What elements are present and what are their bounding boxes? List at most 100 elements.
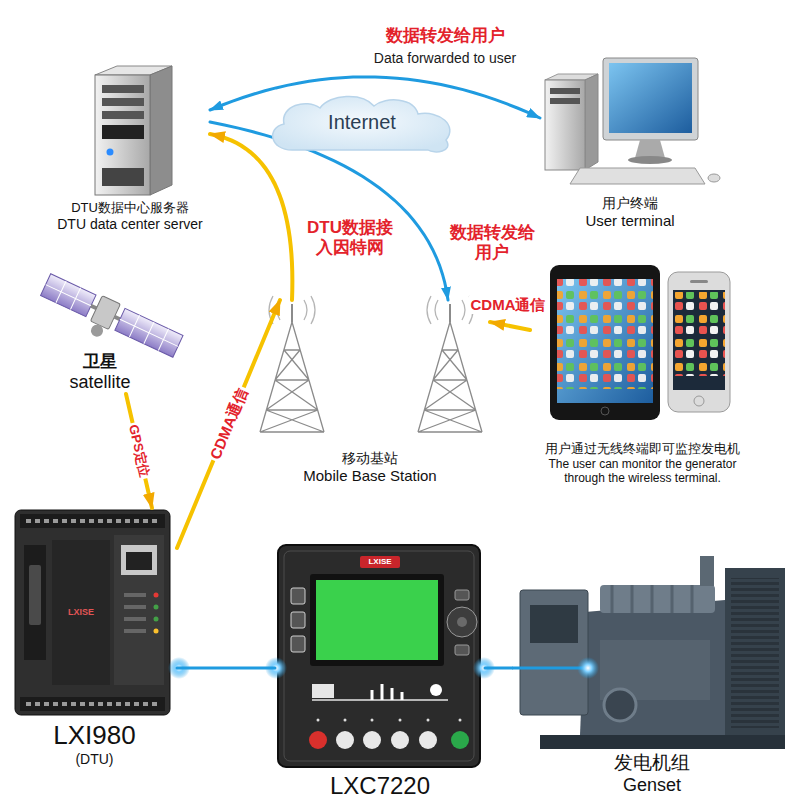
controller-illustration [317,719,320,722]
node-label: 卫星 [24,352,176,372]
dtu-illustration [121,545,157,575]
satellite-illustration [89,323,105,339]
genset-node: 发电机组Genset [512,552,792,796]
pc-illustration [609,63,692,133]
dtu-illustration [15,510,170,715]
uplink-arrow [210,134,292,300]
server-illustration [95,66,172,195]
controller-illustration [312,699,448,701]
dtu-illustration [26,519,160,523]
pc-illustration [550,98,580,104]
controller-illustration [284,551,474,761]
controller-illustration [447,607,477,637]
controller-illustration [457,617,467,627]
server-illustration [102,111,144,119]
tablet-illustration [550,265,660,420]
node-label: User terminal [544,212,716,230]
genset-illustration [540,735,785,749]
dtu-illustration [20,514,165,528]
tablet-illustration [550,265,660,420]
controller-illustration [312,684,334,698]
port-glow [577,657,599,679]
tablet-illustration [557,279,653,389]
server-illustration [102,85,144,93]
genset-illustration [520,590,588,715]
tower-symbol [260,296,324,432]
node-label: 移动基站 [254,450,486,467]
node-label: 用户终端 [544,195,716,212]
controller-illustration [363,731,381,749]
controller-illustration [291,612,305,628]
node-label: The user can monitor the generator throu… [534,457,751,486]
server-illustration [95,75,150,195]
server-illustration [150,66,172,195]
node-label: LXI980 [16,720,173,751]
dtu-illustration [154,593,159,598]
genset-illustration [530,605,578,643]
node-label: DTU data center server [54,216,206,233]
node-label: Internet [266,110,458,134]
dtu-illustration [20,697,165,711]
edge-label: 数据转发给用户 [384,26,507,46]
genset-illustration [612,585,692,613]
pc-illustration [635,140,665,158]
dtu-illustration [124,605,146,609]
controller-illustration [455,590,469,600]
edge-label: CDMA通信 [469,296,548,314]
cdma-arrow [177,300,280,548]
dtu-illustration [52,540,110,685]
genset-illustration [600,585,715,613]
base-station-node: 移动基站Mobile Base Station [250,300,490,485]
node-label: 用户通过无线终端即可监控发电机 [534,441,751,457]
cdma-arrow [490,322,530,330]
edge-label: CDMA通信 [205,384,252,464]
dtu-node: LXI980(DTU) [12,508,177,768]
phone-illustration [694,396,704,406]
node-label: Mobile Base Station [254,467,486,485]
satellite-illustration [115,308,183,357]
dtu-illustration [24,545,46,660]
controller-illustration [309,731,327,749]
controller-illustration [427,719,430,722]
tablet-illustration [557,279,653,403]
controller-node: LXC7220 [275,542,485,801]
signal-cable [177,667,275,670]
satellite-node: 卫星satellite [20,270,180,394]
node-label: LXC7220 [279,772,481,801]
phone-illustration [673,290,725,390]
dtu-illustration [154,629,159,634]
signal-wire [512,668,588,669]
server-node: DTU数据中心服务器DTU data center server [50,60,210,232]
port-glow [168,657,599,679]
genset-illustration [580,600,725,735]
tower-illustration [260,296,482,432]
server-illustration [102,98,144,106]
dtu-illustration [114,535,164,685]
controller-illustration [316,580,438,660]
server-illustration [107,149,114,156]
pc-illustration [570,168,705,184]
satellite-illustration [115,308,183,357]
controller-illustration [310,574,444,666]
controller-illustration [391,731,409,749]
genset-illustration [700,556,714,586]
node-label: satellite [24,372,176,394]
phone-illustration [668,272,730,412]
server-illustration [102,168,144,186]
server-illustration [102,125,144,139]
controller-illustration [291,588,305,604]
pc-illustration [545,80,585,170]
phone-illustration [668,272,730,412]
node-label: (DTU) [16,751,173,768]
device-logo: LXISE [368,557,391,567]
controller-illustration [399,719,402,722]
satellite-illustration [41,274,96,317]
controller-illustration [451,731,469,749]
pc-illustration [550,88,580,94]
annotation: Data forwarded to user [374,50,516,67]
controller-illustration [459,719,462,722]
edge-label: GPS定位 [125,421,153,480]
controller-illustration [278,545,480,767]
user-terminal-node: 用户终端User terminal [540,50,720,230]
